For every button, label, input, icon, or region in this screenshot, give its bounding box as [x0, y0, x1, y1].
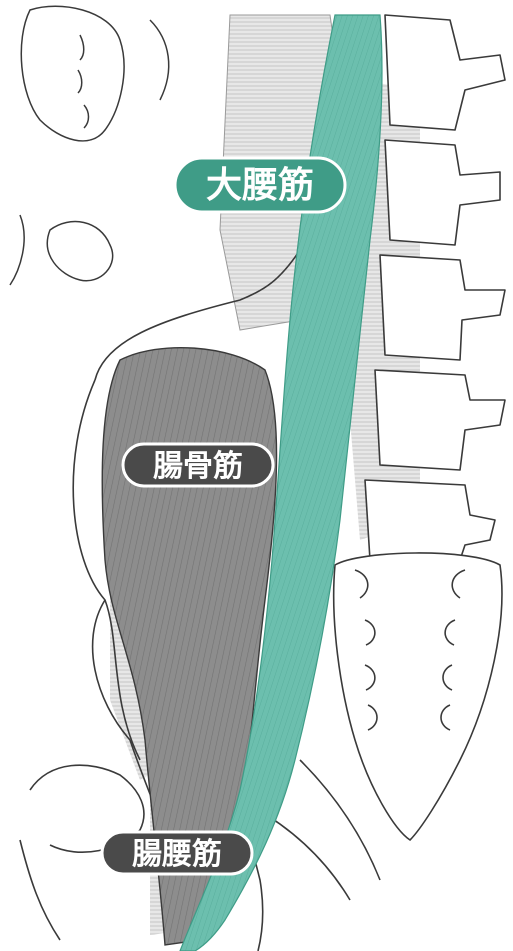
svg-text:腸骨筋: 腸骨筋: [153, 449, 243, 484]
upper-left-bones: [10, 6, 169, 285]
label-psoas-major: 大腰筋: [175, 158, 345, 212]
sacrum: [334, 553, 502, 840]
svg-text:腸腰筋: 腸腰筋: [132, 837, 222, 872]
label-iliacus: 腸骨筋: [123, 444, 273, 486]
label-iliopsoas: 腸腰筋: [102, 832, 252, 874]
svg-text:大腰筋: 大腰筋: [206, 165, 314, 206]
